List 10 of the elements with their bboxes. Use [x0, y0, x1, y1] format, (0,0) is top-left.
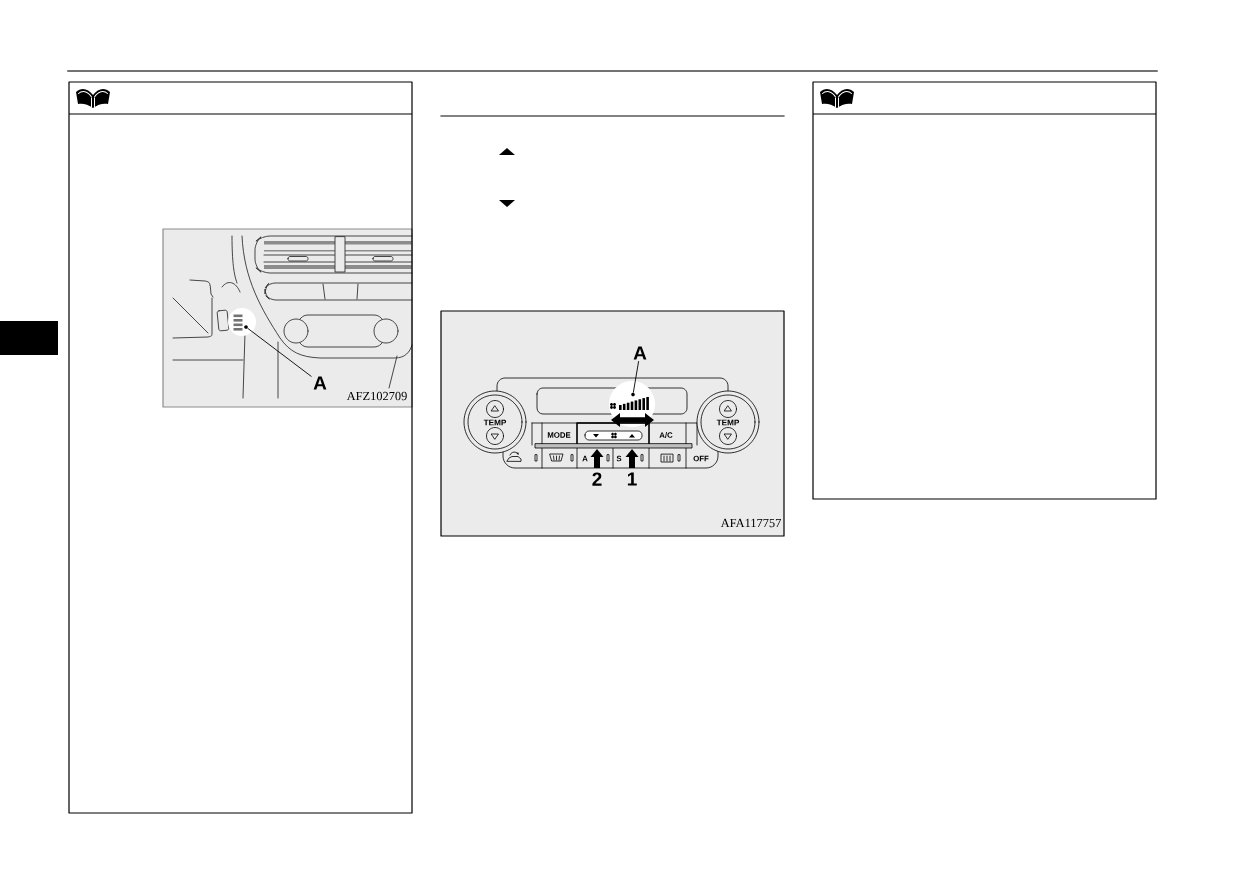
leader-line [247, 327, 312, 377]
callout-number: 2 [592, 472, 602, 486]
leader-line [632, 361, 639, 393]
knob-label: TEMP [716, 419, 740, 426]
knob-label: TEMP [483, 419, 507, 426]
callout-number: 1 [627, 472, 637, 486]
figure-code: AFA117757 [720, 518, 781, 528]
callout-letter: A [633, 346, 647, 360]
figure-code: AFZ102709 [346, 391, 407, 401]
callout-letter: A [313, 376, 327, 390]
